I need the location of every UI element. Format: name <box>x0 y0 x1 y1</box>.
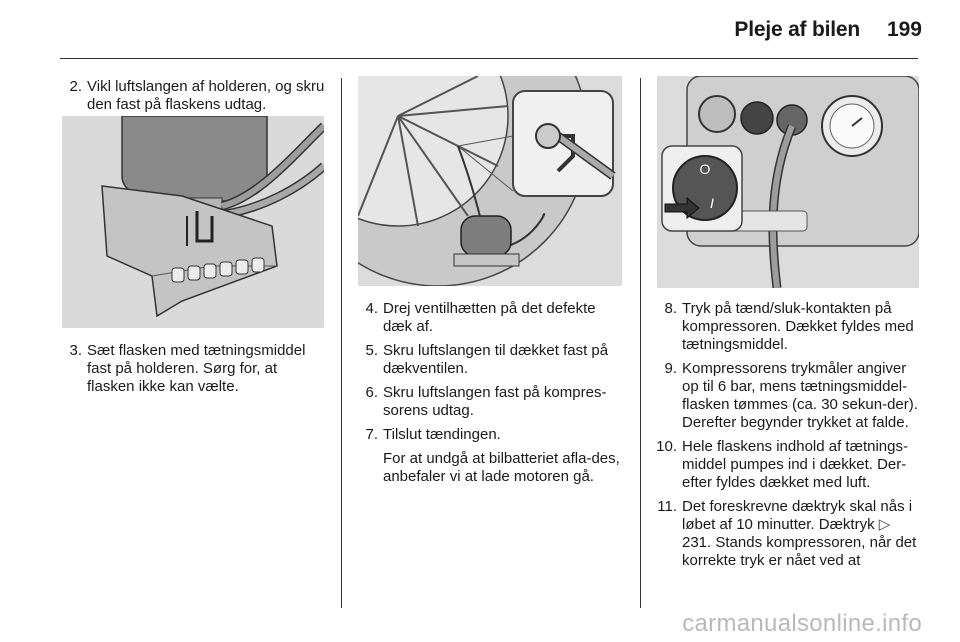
page-number: 199 <box>886 18 922 41</box>
step-9-text: Kompressorens trykmåler angiver op til 6… <box>682 360 918 431</box>
switch-on-label: I <box>710 195 714 211</box>
step-10: 10. Hele flaskens indhold af tætnings-mi… <box>656 438 908 491</box>
tyre-valve-hose-illustration <box>358 76 622 286</box>
step-8: 8. Tryk på tænd/sluk-kontakten på kompre… <box>664 300 914 353</box>
step-7-text: Tilslut tændingen. <box>383 426 501 443</box>
page-reference-icon: ▷ <box>878 516 891 533</box>
step-4: 4. Drej ventilhætten på det defekte dæk … <box>365 300 596 335</box>
step-3: 3. Sæt flasken med tætningsmiddel fast p… <box>69 342 306 395</box>
step-7: 7. Tilslut tændingen. For at undgå at bi… <box>358 426 626 486</box>
step-11: 11. Det foreskrevne dæktryk skal nås i l… <box>657 498 917 569</box>
step-10-text: Hele flaskens indhold af tætnings-middel… <box>682 438 908 491</box>
steps-column-3: 8. Tryk på tænd/sluk-kontakten på kompre… <box>656 300 922 576</box>
step-8-text: Tryk på tænd/sluk-kontakten på kompresso… <box>682 300 914 353</box>
step-5-text: Skru luftslangen til dækket fast på dækv… <box>383 342 609 377</box>
steps-column-1-bottom: 3. Sæt flasken med tætningsmiddel fast p… <box>62 342 328 402</box>
page-title: Pleje af bilen <box>734 18 860 41</box>
step-4-text: Drej ventilhætten på det defekte dæk af. <box>383 300 596 335</box>
column-divider-2 <box>640 78 641 608</box>
header-divider <box>60 58 918 59</box>
step-11-text-before: Det foreskrevne dæktryk skal nås i løbet… <box>682 498 913 533</box>
step-11-ref-page[interactable]: 231 <box>682 534 708 551</box>
watermark: carmanualsonline.info <box>682 610 922 637</box>
step-6: 6. Skru luftslangen fast på kompres-sore… <box>365 384 607 419</box>
step-2: 2. Vikl luftslangen af holderen, og skru… <box>69 78 325 113</box>
step-11-text-after: . Stands kompressoren, når det korrekte … <box>682 534 917 569</box>
step-3-text: Sæt flasken med tætningsmiddel fast på h… <box>87 342 306 395</box>
sealant-bottle-holder-illustration <box>62 116 324 328</box>
step-7-note: For at undgå at bilbatteriet afla-des, a… <box>383 450 620 485</box>
compressor-switch-gauge-illustration: O I <box>657 76 919 288</box>
steps-column-2: 4. Drej ventilhætten på det defekte dæk … <box>358 300 626 492</box>
switch-off-label: O <box>700 161 711 177</box>
step-2-text: Vikl luftslangen af holderen, og skru de… <box>87 78 325 113</box>
step-6-text: Skru luftslangen fast på kompres-sorens … <box>383 384 607 419</box>
column-divider-1 <box>341 78 342 608</box>
step-9: 9. Kompressorens trykmåler angiver op ti… <box>664 360 918 431</box>
steps-column-1-top: 2. Vikl luftslangen af holderen, og skru… <box>62 78 328 120</box>
step-5: 5. Skru luftslangen til dækket fast på d… <box>365 342 609 377</box>
